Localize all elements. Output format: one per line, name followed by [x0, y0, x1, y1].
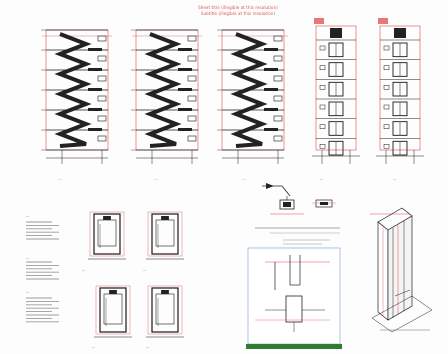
- elevation-caption-1: —: [58, 177, 61, 181]
- plan-detail-a: [88, 211, 126, 260]
- plan-label-3: —: [92, 345, 95, 349]
- plan-detail-b: [146, 211, 184, 260]
- stair-section-2: [131, 29, 202, 164]
- symbol-detail: [262, 183, 336, 215]
- window-elevation-1: [312, 18, 360, 164]
- window-elevation-2: [376, 18, 424, 164]
- notes-block-1: [26, 221, 59, 240]
- sheet-title: Sheet title (illegible at this resolutio…: [198, 5, 278, 10]
- plan-label-2: —: [143, 268, 146, 272]
- elevation-caption-5: —: [393, 177, 396, 181]
- plan-detail-c: [94, 285, 132, 338]
- notes-block-3: [26, 297, 59, 323]
- plan-label-1: —: [82, 268, 85, 272]
- frame-detail: [246, 247, 342, 349]
- plan-label-4: —: [146, 345, 149, 349]
- stair-section-3: [217, 29, 288, 164]
- sheet-subtitle: Subtitle (illegible at this resolution): [200, 11, 276, 16]
- isometric-detail: [370, 207, 433, 333]
- notes-block-2: [26, 261, 59, 280]
- plan-detail-d: [146, 285, 184, 338]
- elevation-caption-4: —: [320, 177, 323, 181]
- elevation-caption-2: —: [155, 177, 158, 181]
- center-detail-text: [255, 227, 340, 245]
- notes-heading-2: —: [26, 256, 29, 260]
- notes-heading-1: —: [26, 214, 29, 218]
- elevation-caption-3: —: [243, 177, 246, 181]
- stair-section-1: [41, 29, 112, 164]
- accent-bar: [246, 344, 342, 349]
- notes-heading-3: —: [26, 290, 29, 294]
